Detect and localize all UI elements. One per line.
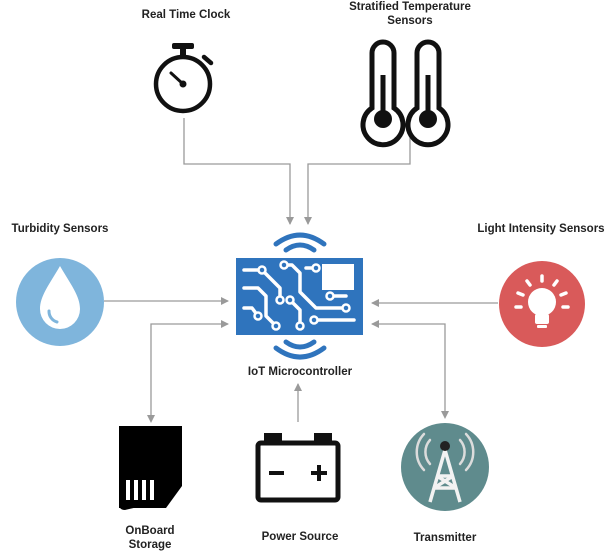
label-power-source: Power Source <box>261 531 339 543</box>
label-onboard-storage: OnBoard Storage <box>110 524 190 552</box>
water-drop-icon <box>16 258 104 346</box>
light-bulb-icon <box>499 261 585 347</box>
connectors <box>104 118 498 423</box>
label-transmitter: Transmitter <box>413 532 477 544</box>
label-real-time-clock: Real Time Clock <box>141 9 231 21</box>
label-storage-line2: Storage <box>128 539 172 551</box>
stopwatch-icon <box>153 43 214 114</box>
circuit-board-icon <box>236 232 363 360</box>
label-temperature-line1: Stratified Temperature <box>349 1 471 13</box>
radio-tower-icon <box>401 423 489 511</box>
label-storage-line1: OnBoard <box>125 525 175 537</box>
thermometer-icon <box>360 39 451 148</box>
connector-clock-to-mcu <box>183 118 294 225</box>
label-temperature-line2: Sensors <box>387 15 433 27</box>
battery-icon <box>255 433 341 503</box>
connector-temperature-to-mcu <box>304 136 411 225</box>
sd-card-icon <box>119 426 182 510</box>
label-light-intensity-sensors: Light Intensity Sensors <box>477 223 605 235</box>
connector-transmitter-mcu <box>371 320 449 419</box>
connector-storage-mcu <box>147 320 229 423</box>
label-stratified-temperature: Stratified Temperature Sensors <box>330 0 490 28</box>
label-iot-microcontroller: IoT Microcontroller <box>247 366 353 378</box>
label-turbidity-sensors: Turbidity Sensors <box>11 223 109 235</box>
